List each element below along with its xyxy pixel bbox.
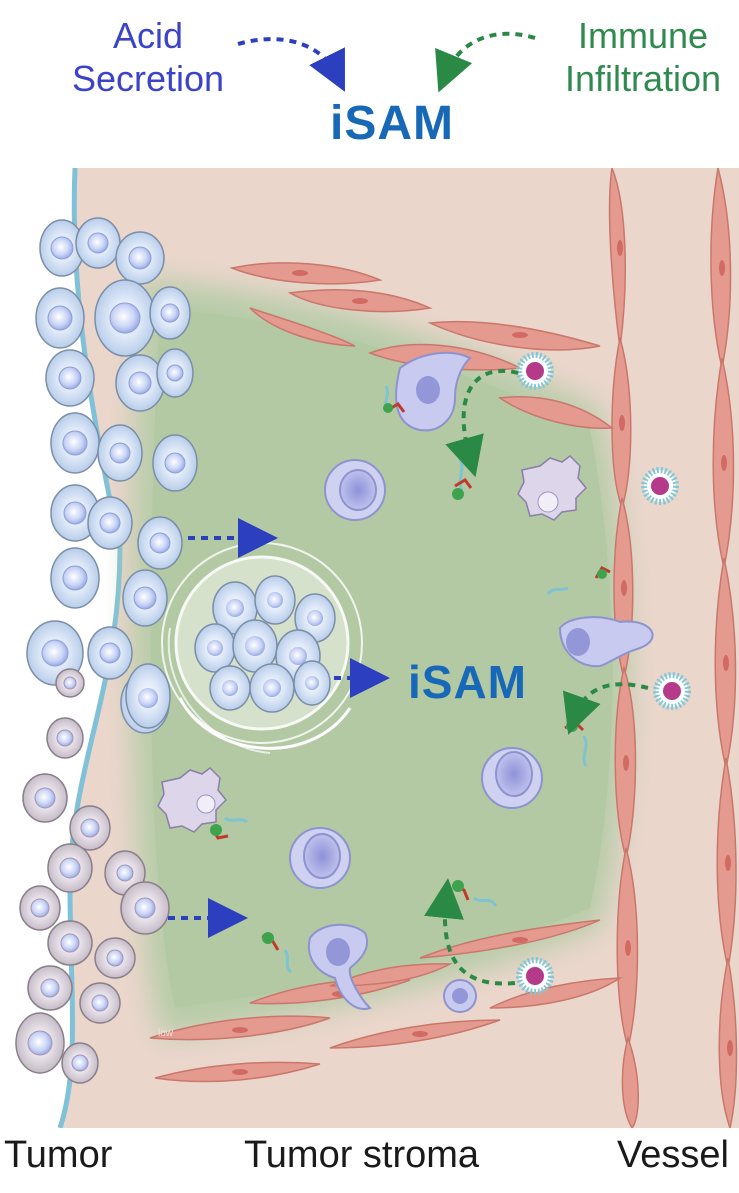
lymphocyte-icon xyxy=(324,459,386,521)
antibody-icon xyxy=(261,932,293,974)
spheroid-icon xyxy=(161,542,363,754)
antibody-icon xyxy=(383,385,406,413)
small-tag-label: low xyxy=(158,1028,174,1039)
acid-secretion-arrows xyxy=(168,518,390,938)
neutrophil-icon xyxy=(641,467,679,505)
macrophage-icon xyxy=(517,455,588,521)
antibody-icon xyxy=(546,566,611,595)
dashed-arrow-icon xyxy=(562,682,649,735)
immune-dashed-arrow-icon xyxy=(435,31,536,93)
antibody-icon xyxy=(210,816,249,840)
vessel-label: Vessel xyxy=(617,1134,729,1176)
header-arrows xyxy=(237,31,536,93)
lymphocyte-icon xyxy=(481,747,543,809)
acid-dashed-arrow-icon xyxy=(237,37,345,92)
small-immune-cell xyxy=(443,979,477,1013)
lymphocyte-icon xyxy=(289,827,351,889)
isam-title: iSAM xyxy=(330,97,454,150)
tumor-membrane xyxy=(57,168,123,1128)
immune-infiltration-label: Immune Infiltration xyxy=(564,15,722,100)
neutrophil-icon xyxy=(653,672,691,710)
tumor-label: Tumor xyxy=(4,1134,113,1176)
tumor-microenvironment-diagram xyxy=(0,168,739,1128)
tumor-stroma-label: Tumor stroma xyxy=(244,1134,480,1176)
dashed-arrow-icon xyxy=(424,878,516,986)
immune-infiltration-arrows xyxy=(424,368,649,986)
isam-center-label: iSAM xyxy=(408,656,527,708)
acid-secretion-label: Acid Secretion xyxy=(71,15,225,100)
macrophage-icon xyxy=(157,767,228,833)
neutrophil-icon xyxy=(516,352,554,390)
immune-cells xyxy=(289,459,543,889)
neutrophil-icon xyxy=(516,957,554,995)
neutrophil-icons xyxy=(516,352,691,995)
